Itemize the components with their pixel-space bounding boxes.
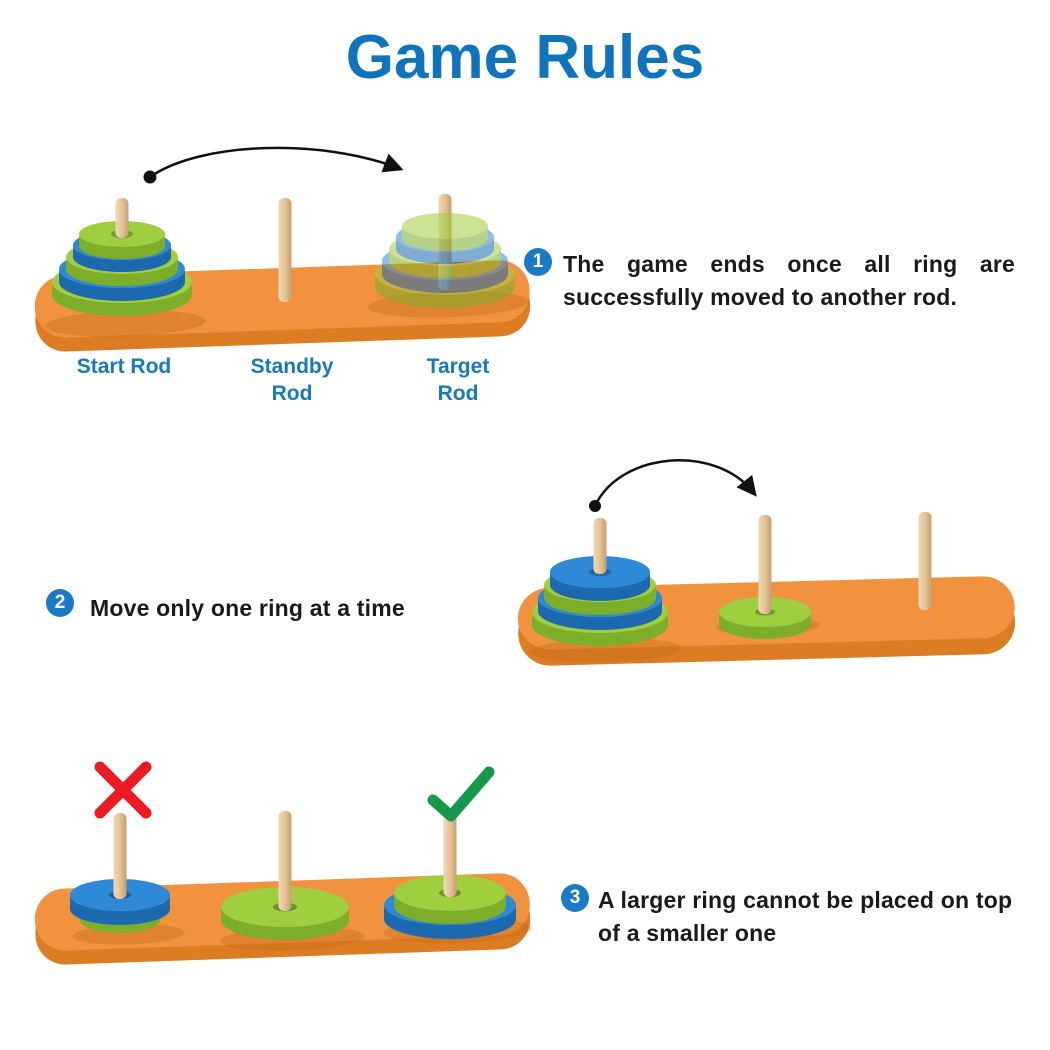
standby-rod-label: Standby Rod — [250, 355, 334, 405]
rule-2-number-badge: 2 — [46, 589, 74, 617]
valid-check-icon — [427, 766, 495, 822]
rule-2-text: Move only one ring at a time — [90, 595, 405, 621]
middle-stack — [221, 811, 349, 940]
rule-1-number-badge: 1 — [524, 248, 552, 276]
diagram-ring-order — [34, 761, 532, 965]
right-rod — [918, 512, 932, 610]
start-rod-label: Start Rod — [76, 355, 172, 378]
diagram-move-one-ring — [517, 459, 1016, 666]
diagram-setup-illustration — [34, 146, 531, 352]
page-title: Game Rules — [345, 23, 705, 92]
start-ring-stack — [52, 198, 192, 316]
left-rod — [593, 518, 607, 574]
rule-3-number-badge: 3 — [561, 884, 589, 912]
middle-rod-stack — [719, 515, 811, 639]
rule-3-text: A larger ring cannot be placed on top of… — [598, 887, 1013, 946]
middle-rod — [758, 515, 772, 614]
valid-stack — [384, 815, 516, 939]
middle-rod — [278, 811, 292, 911]
standby-rod — [278, 198, 292, 302]
left-rod — [113, 813, 127, 899]
left-ring-stack — [532, 518, 668, 646]
right-rod — [443, 815, 457, 897]
rule-1-text: The game ends once all ring are successf… — [563, 251, 1015, 310]
move-arrow-icon — [589, 459, 757, 512]
invalid-cross-icon — [94, 761, 152, 819]
green-ring — [402, 213, 488, 251]
move-arrow-icon — [143, 146, 404, 184]
target-rod-label: Target Rod — [426, 355, 490, 405]
start-rod — [115, 198, 129, 238]
invalid-stack — [70, 813, 170, 933]
ghost-ring-stack — [375, 213, 515, 308]
